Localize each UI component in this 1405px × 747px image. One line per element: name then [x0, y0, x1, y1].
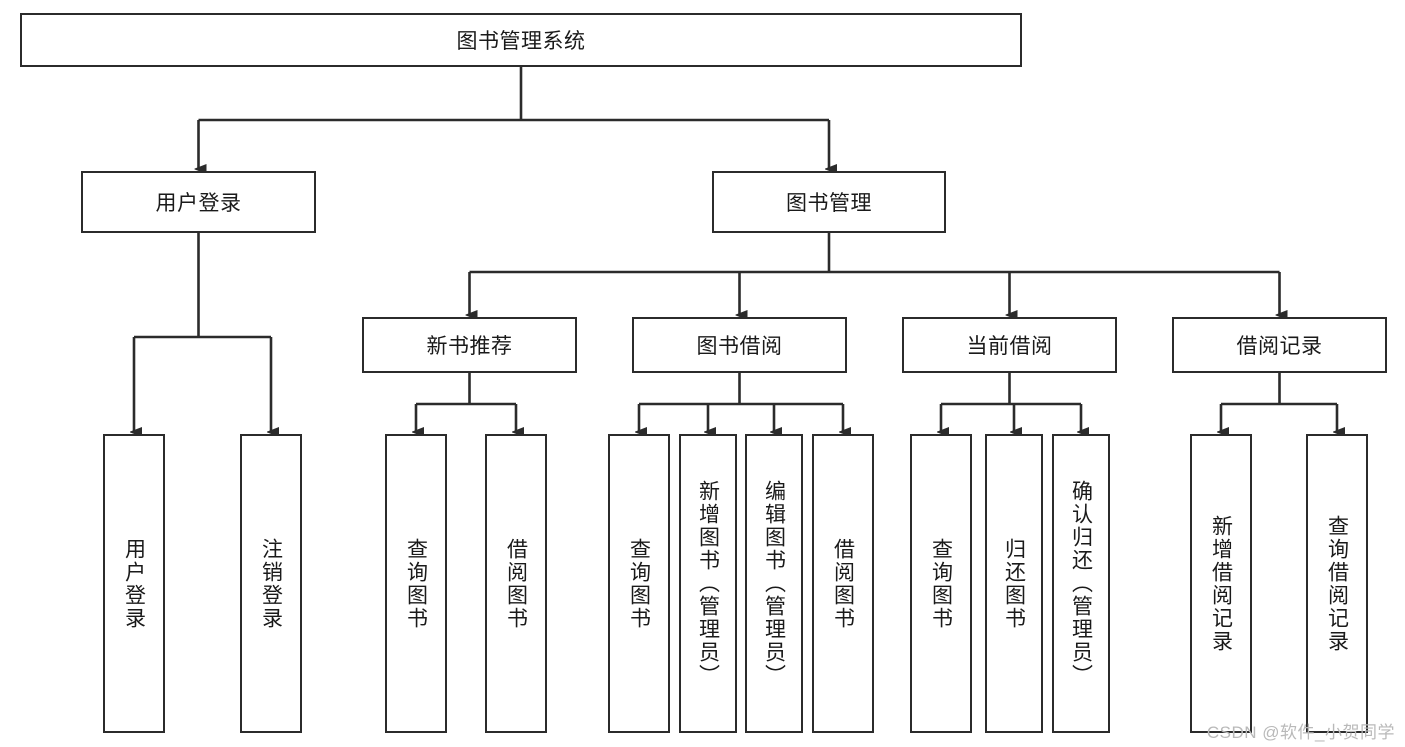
node-book-borrow[interactable]: 图书借阅: [632, 317, 847, 373]
node-book-management[interactable]: 图书管理: [712, 171, 946, 233]
node-leaf-query-record[interactable]: 查询借阅记录: [1306, 434, 1368, 733]
node-label: 注销登录: [259, 537, 283, 630]
node-leaf-confirm-return[interactable]: 确认归还（管理员）: [1052, 434, 1110, 733]
node-label: 编辑图书（管理员）: [762, 480, 786, 687]
node-leaf-logout[interactable]: 注销登录: [240, 434, 302, 733]
node-new-book-recommend[interactable]: 新书推荐: [362, 317, 577, 373]
node-label: 查询图书: [627, 537, 651, 630]
node-label: 归还图书: [1002, 537, 1026, 630]
node-label: 借阅图书: [831, 537, 855, 630]
node-label: 新增借阅记录: [1209, 514, 1233, 653]
node-leaf-query-book-2[interactable]: 查询图书: [608, 434, 670, 733]
node-leaf-edit-book[interactable]: 编辑图书（管理员）: [745, 434, 803, 733]
node-user-login[interactable]: 用户登录: [81, 171, 316, 233]
node-label: 查询图书: [404, 537, 428, 630]
node-label: 新书推荐: [426, 335, 513, 358]
node-label: 新增图书（管理员）: [696, 480, 720, 687]
node-leaf-query-book-3[interactable]: 查询图书: [910, 434, 972, 733]
node-label: 当前借阅: [966, 335, 1053, 358]
node-label: 确认归还（管理员）: [1069, 480, 1093, 687]
node-leaf-borrow-book-2[interactable]: 借阅图书: [812, 434, 874, 733]
node-label: 借阅记录: [1236, 335, 1323, 358]
node-label: 查询图书: [929, 537, 953, 630]
node-leaf-borrow-book-1[interactable]: 借阅图书: [485, 434, 547, 733]
node-current-borrow[interactable]: 当前借阅: [902, 317, 1117, 373]
node-label: 图书管理系统: [456, 30, 586, 53]
node-root[interactable]: 图书管理系统: [20, 13, 1022, 67]
node-leaf-user-login[interactable]: 用户登录: [103, 434, 165, 733]
node-leaf-query-book-1[interactable]: 查询图书: [385, 434, 447, 733]
node-leaf-add-record[interactable]: 新增借阅记录: [1190, 434, 1252, 733]
node-borrow-record[interactable]: 借阅记录: [1172, 317, 1387, 373]
node-label: 用户登录: [122, 537, 146, 630]
node-leaf-add-book[interactable]: 新增图书（管理员）: [679, 434, 737, 733]
node-label: 用户登录: [155, 192, 242, 215]
node-label: 图书管理: [786, 192, 872, 215]
node-label: 查询借阅记录: [1325, 514, 1349, 653]
node-leaf-return-book[interactable]: 归还图书: [985, 434, 1043, 733]
node-label: 借阅图书: [504, 537, 528, 630]
node-label: 图书借阅: [696, 335, 783, 358]
